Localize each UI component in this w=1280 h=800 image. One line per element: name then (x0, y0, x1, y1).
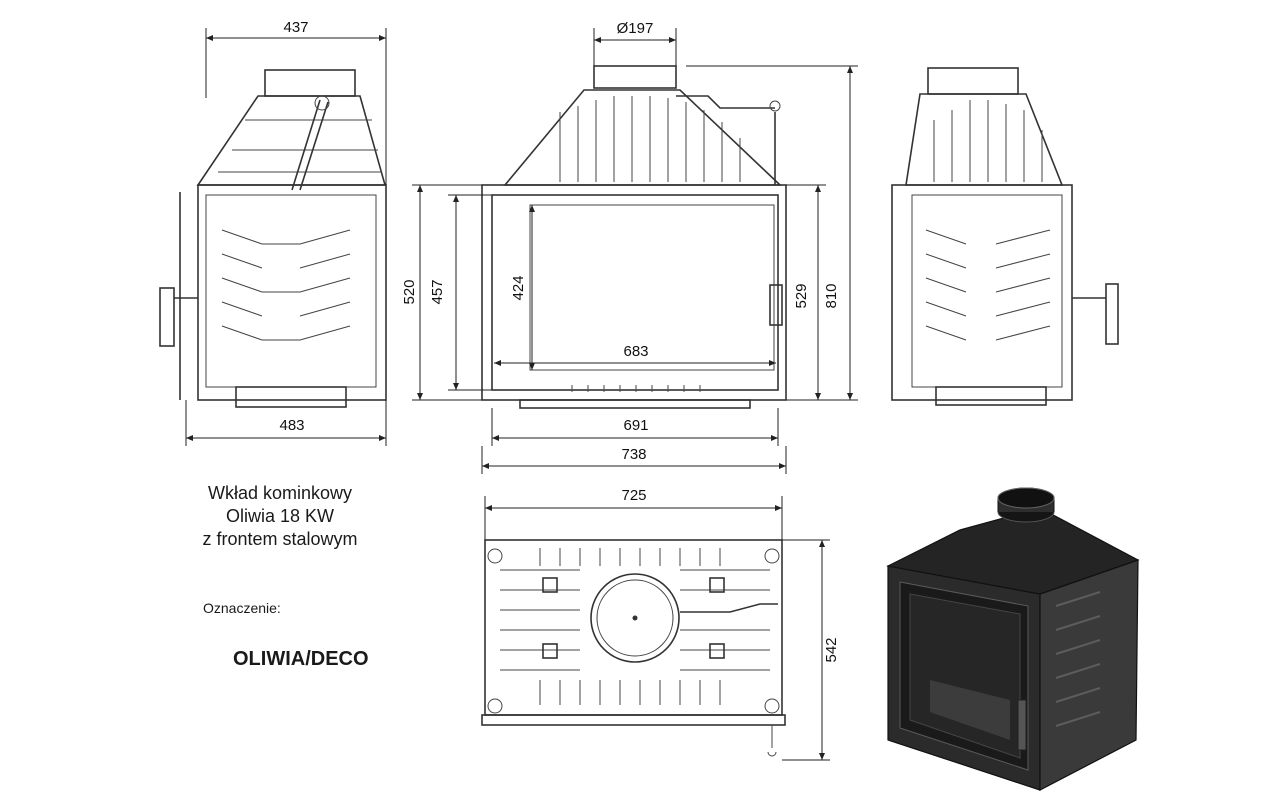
dim-front-total-height: 520 (401, 279, 418, 304)
top-view (481, 539, 786, 757)
model-code: OLIWIA/DECO (233, 648, 369, 670)
dim-side-top-width: 437 (283, 19, 308, 36)
dim-flue-diameter: Ø197 (617, 20, 654, 37)
dim-side-bottom-width: 483 (279, 417, 304, 434)
title-line-1: Wkład kominkowy (207, 483, 353, 503)
dim-front-inner-height: 457 (429, 279, 446, 304)
dim-door-width: 691 (623, 417, 648, 434)
product-title: Wkład kominkowy Oliwia 18 KW z frontem s… (180, 482, 380, 551)
fireplace-3d-render (886, 487, 1140, 791)
dim-top-width: 725 (621, 487, 646, 504)
dim-glass-height: 424 (510, 275, 527, 300)
dim-glass-width: 683 (623, 343, 648, 360)
right-side-view (891, 67, 1119, 406)
dim-overall-height: 810 (823, 283, 840, 308)
dim-overall-width: 738 (621, 446, 646, 463)
dim-frame-height: 529 (793, 283, 810, 308)
dim-depth: 542 (823, 637, 840, 662)
marking-label: Oznaczenie: (203, 600, 281, 616)
title-line-2: Oliwia 18 KW (225, 506, 335, 526)
title-line-3: z frontem stalowym (202, 529, 358, 549)
left-side-view (159, 69, 387, 408)
